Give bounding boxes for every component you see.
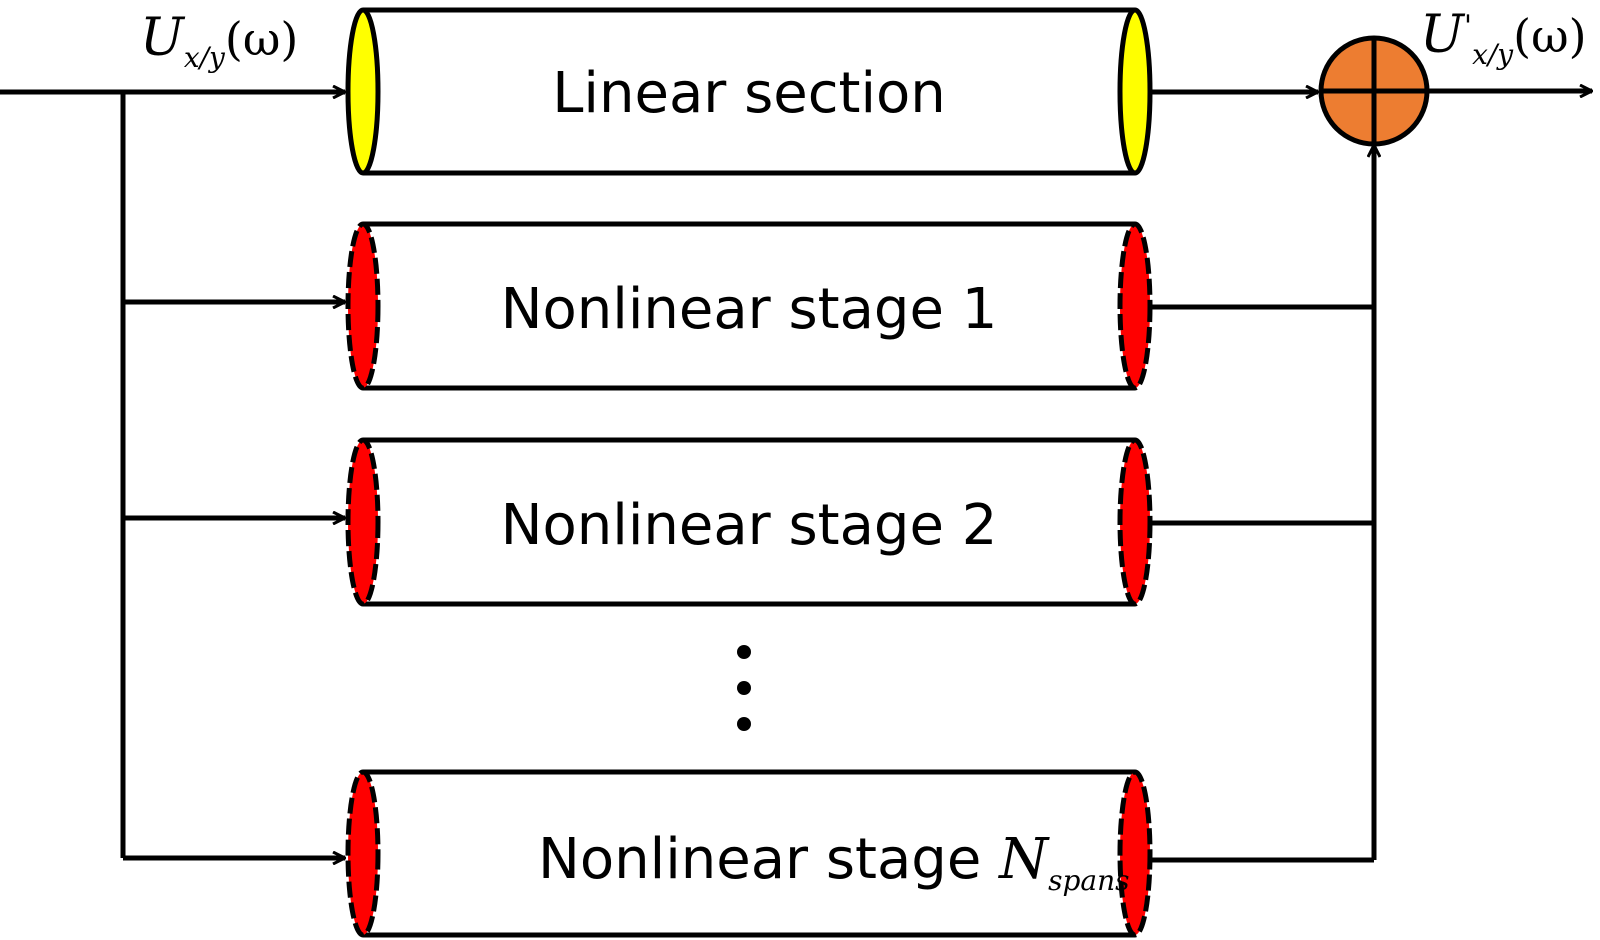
nonlinear-stage-2-label: Nonlinear stage 2 <box>501 493 998 558</box>
nonlinear-stage-n-label: Nonlinear stage Nspans <box>538 827 1130 897</box>
nonlinear-stage-n-left-cap <box>345 769 381 938</box>
nonlinear-stage-n-symbol: N <box>997 827 1050 892</box>
ellipsis-dot <box>737 717 751 731</box>
nonlinear-stage-1-body <box>363 221 1135 391</box>
vertical-ellipsis <box>737 645 751 731</box>
ellipsis-dot <box>737 681 751 695</box>
output-signal-label: U'x/y(ω) <box>1420 5 1587 71</box>
linear-section-right-cap <box>1117 7 1153 176</box>
input-signal-subscript: x/y <box>184 41 226 74</box>
nonlinear-stage-2-body <box>363 437 1135 607</box>
linear-section-block: Linear section <box>345 7 1153 176</box>
output-signal-argument: (ω) <box>1513 9 1586 63</box>
summing-junction <box>1318 35 1430 147</box>
nonlinear-stage-1-left-cap <box>345 221 381 391</box>
nonlinear-stage-1-right-cap <box>1117 221 1153 391</box>
ellipsis-dot <box>737 645 751 659</box>
linear-section-body <box>363 7 1135 176</box>
input-signal-label: Ux/y(ω) <box>140 8 298 74</box>
linear-section-left-cap <box>345 7 381 176</box>
output-signal-symbol: U <box>1420 5 1466 65</box>
nonlinear-stage-n-body <box>363 769 1135 938</box>
nonlinear-stage-2-left-cap <box>345 437 381 607</box>
output-signal-prime: ' <box>1464 9 1472 44</box>
nonlinear-stage-1-block: Nonlinear stage 1 <box>345 221 1153 391</box>
nonlinear-stage-1-label: Nonlinear stage 1 <box>501 277 998 342</box>
input-signal-symbol: U <box>140 8 186 68</box>
nonlinear-stage-2-right-cap <box>1117 437 1153 607</box>
nonlinear-stage-n-text: Nonlinear stage <box>538 827 999 892</box>
nonlinear-stage-n-subscript: spans <box>1048 864 1129 897</box>
output-signal-subscript: x/y <box>1472 38 1514 71</box>
nonlinear-stage-n-block: Nonlinear stage Nspans <box>345 769 1153 938</box>
nonlinear-stage-n-right-cap <box>1117 769 1153 938</box>
linear-section-label: Linear section <box>552 61 946 126</box>
nonlinear-stage-2-block: Nonlinear stage 2 <box>345 437 1153 607</box>
input-signal-argument: (ω) <box>225 12 298 66</box>
